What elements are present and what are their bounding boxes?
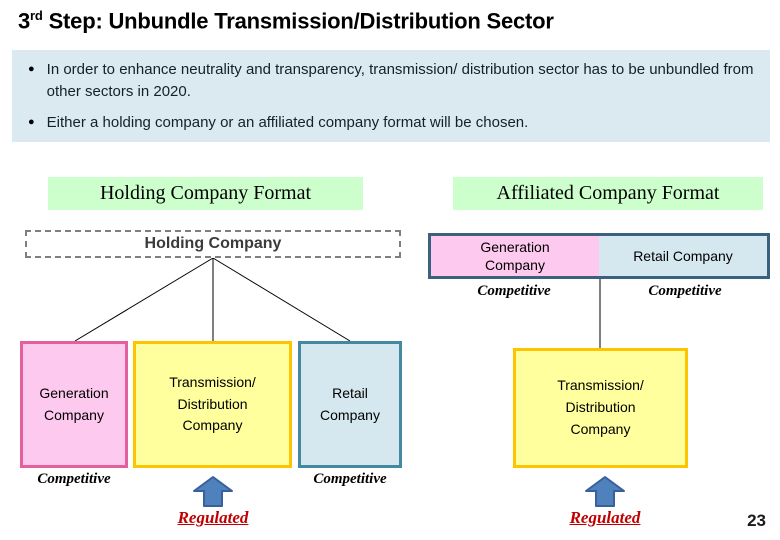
competitive-label: Competitive bbox=[37, 471, 111, 487]
regulated-up-arrow-icon bbox=[193, 476, 233, 507]
summary-panel: ● In order to enhance neutrality and tra… bbox=[12, 50, 770, 142]
affiliated-parent-box: Generation Company Retail Company bbox=[428, 233, 770, 279]
holding-format-header: Holding Company Format bbox=[48, 177, 363, 210]
page-number: 23 bbox=[747, 511, 766, 530]
bullet-item: ● In order to enhance neutrality and tra… bbox=[28, 59, 756, 103]
bullet-item: ● Either a holding company or an affilia… bbox=[28, 112, 756, 134]
bullet-text: In order to enhance neutrality and trans… bbox=[46, 61, 754, 100]
competitive-label: Competitive bbox=[313, 471, 387, 487]
regulated-label: Regulated bbox=[569, 508, 641, 527]
regulated-label: Regulated bbox=[177, 508, 249, 527]
competitive-label: Competitive bbox=[648, 283, 722, 299]
bullet-icon: ● bbox=[28, 115, 35, 128]
competitive-label: Competitive bbox=[477, 283, 551, 299]
retail-company-box: Retail Company bbox=[599, 236, 767, 276]
page-title: 3rd Step: Unbundle Transmission/Distribu… bbox=[18, 8, 758, 34]
transmission-distribution-company-box: Transmission/ Distribution Company bbox=[133, 341, 292, 468]
regulated-up-arrow-icon bbox=[585, 476, 625, 507]
holding-company-box: Holding Company bbox=[25, 230, 401, 258]
bullet-icon: ● bbox=[28, 63, 35, 75]
bullet-text: Either a holding company or an affiliate… bbox=[46, 113, 529, 131]
title-number: 3 bbox=[18, 8, 31, 34]
retail-company-box: Retail Company bbox=[298, 341, 402, 468]
generation-company-box: Generation Company bbox=[20, 341, 128, 468]
title-ordinal-suffix: rd bbox=[30, 8, 43, 23]
title-text: Step: Unbundle Transmission/Distribution… bbox=[42, 8, 554, 34]
generation-company-box: Generation Company bbox=[431, 236, 599, 276]
affiliated-format-header: Affiliated Company Format bbox=[453, 177, 763, 210]
transmission-distribution-company-box: Transmission/ Distribution Company bbox=[513, 348, 688, 468]
